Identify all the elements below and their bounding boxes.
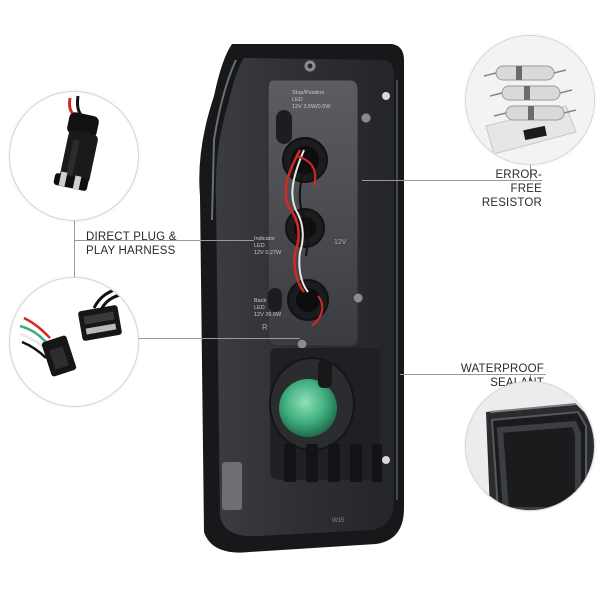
stop-marking-led: LED	[292, 97, 303, 103]
leader-harness-right	[74, 240, 254, 241]
indicator-marking-spec: 12V 0.27W	[254, 250, 282, 256]
callout-harness-label: DIRECT PLUG & PLAY HARNESS	[86, 230, 177, 258]
bulb-socket-detail	[10, 92, 138, 220]
leader-harness-bottom	[130, 338, 300, 339]
leader-sealant	[400, 374, 546, 375]
callout-sealant-line1: WATERPROOF	[460, 363, 544, 375]
bottom-code-marking: W15	[332, 518, 345, 524]
stop-marking-spec: 12V 3.5W/0.5W	[292, 104, 331, 110]
reverse-marking-led: LED	[254, 305, 265, 311]
leader-resistor	[362, 180, 542, 181]
callout-resistor-label: ERROR-FREE RESISTOR	[468, 168, 542, 210]
reverse-marking-title: Back	[254, 298, 266, 304]
bottom-vents	[284, 444, 382, 482]
voltage-marking: 12V	[334, 239, 347, 246]
stop-marking-title: Stop/Position	[292, 90, 324, 96]
socket-middle	[285, 208, 325, 248]
socket-lower	[287, 279, 329, 321]
callout-harness-line1: DIRECT PLUG &	[86, 231, 177, 243]
green-lens	[279, 379, 337, 437]
sealant-detail	[466, 382, 594, 510]
callout-resistor-line1: ERROR-FREE	[495, 169, 542, 195]
harness-connector-detail	[10, 278, 138, 406]
callout-harness-line2: PLAY HARNESS	[86, 245, 176, 257]
callout-resistor-line2: RESISTOR	[481, 197, 542, 209]
reverse-marking-spec: 12V 26.6W	[254, 312, 282, 318]
leader-resistor-vertical	[530, 150, 531, 180]
side-marking: R	[262, 323, 268, 332]
resistor-detail	[466, 36, 594, 164]
indicator-marking-led: LED	[254, 243, 265, 249]
wire-harness	[284, 149, 306, 293]
indicator-marking-title: Indicator	[254, 236, 275, 242]
leader-harness	[74, 180, 75, 330]
